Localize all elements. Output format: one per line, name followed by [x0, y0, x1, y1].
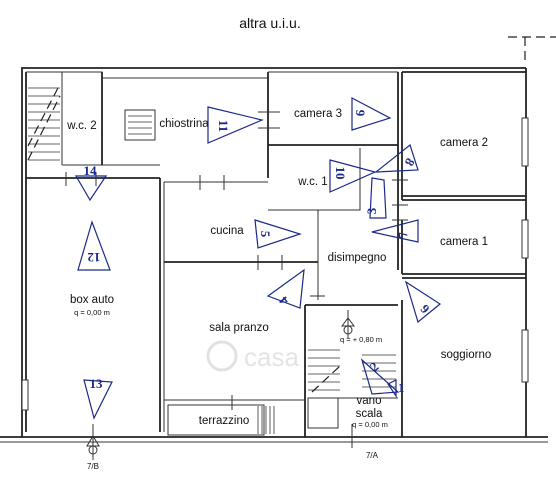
- reference-marker-7b: 7/B: [86, 424, 100, 471]
- photo-number-2: 2: [367, 359, 382, 375]
- photo-number-11: 11: [216, 120, 231, 132]
- stair-left: [27, 83, 61, 161]
- room-label-cucina: cucina: [210, 225, 244, 237]
- photo-point-2: 2: [360, 358, 400, 395]
- photo-number-7: 7: [395, 230, 411, 239]
- room-label-wc2: w.c. 2: [66, 120, 96, 132]
- watermark: casa: [206, 340, 299, 372]
- room-label-box-auto: box auto: [70, 294, 114, 306]
- photo-number-13: 13: [90, 376, 104, 391]
- photo-number-10: 10: [333, 167, 348, 180]
- photo-number-8: 8: [402, 156, 418, 170]
- watermark-text: casa: [244, 342, 299, 372]
- level-box-auto: q = 0,00 m: [74, 308, 110, 317]
- photo-number-1: 1: [398, 380, 405, 395]
- room-label-sala-pranzo: sala pranzo: [209, 322, 268, 334]
- reference-marker-7a: 7/A: [351, 424, 379, 460]
- photo-point-9: 9: [351, 97, 392, 131]
- room-label-terrazzino: terrazzino: [199, 415, 250, 427]
- photo-point-6: 6: [404, 280, 442, 324]
- level-vano-scala: q = 0,00 m: [352, 420, 388, 429]
- photo-number-12: 12: [88, 250, 101, 265]
- door-marks: [65, 111, 408, 410]
- photo-number-6: 6: [417, 301, 433, 317]
- ref-7b-label: 7/B: [87, 462, 99, 471]
- adjacent-unit-boundary: [508, 36, 556, 60]
- stair-core: [308, 349, 396, 393]
- room-label-chiostrina: chiostrina: [159, 118, 209, 130]
- interior-walls: [26, 71, 526, 437]
- photo-number-5: 5: [258, 231, 273, 238]
- photo-point-4: 4: [266, 268, 305, 309]
- photo-point-7: 7: [371, 219, 419, 243]
- plan-title: altra u.i.u.: [239, 15, 300, 31]
- photo-number-4: 4: [275, 293, 291, 308]
- stair-terrazzino: [257, 406, 275, 434]
- photo-point-11: 11: [207, 106, 264, 144]
- room-label-camera1: camera 1: [440, 236, 488, 248]
- photo-point-1: 1: [387, 379, 405, 398]
- photo-point-10: 10: [329, 159, 377, 193]
- room-label-scala: scala: [356, 408, 383, 420]
- level-marker-080: [341, 310, 355, 338]
- photo-point-14: 14: [74, 163, 108, 202]
- room-label-camera2: camera 2: [440, 137, 488, 149]
- room-label-disimpegno: disimpegno: [328, 252, 387, 264]
- photo-point-12: 12: [77, 220, 111, 271]
- photo-point-8: 8: [374, 143, 419, 173]
- level-080: q = + 0,80 m: [340, 335, 382, 344]
- room-label-soggiorno: soggiorno: [441, 349, 492, 361]
- windows: [21, 117, 529, 411]
- room-label-camera3: camera 3: [294, 108, 342, 120]
- stair-chiostrina: [128, 115, 152, 135]
- photo-point-3: 3: [364, 177, 387, 219]
- photo-number-3: 3: [364, 207, 379, 214]
- photo-number-9: 9: [353, 110, 368, 117]
- room-label-vano: vano: [357, 395, 382, 407]
- photo-number-14: 14: [84, 163, 98, 178]
- photo-point-13: 13: [83, 376, 113, 420]
- ref-7a-label: 7/A: [366, 451, 379, 460]
- room-label-wc1: w.c. 1: [297, 176, 327, 188]
- photo-point-5: 5: [254, 219, 302, 249]
